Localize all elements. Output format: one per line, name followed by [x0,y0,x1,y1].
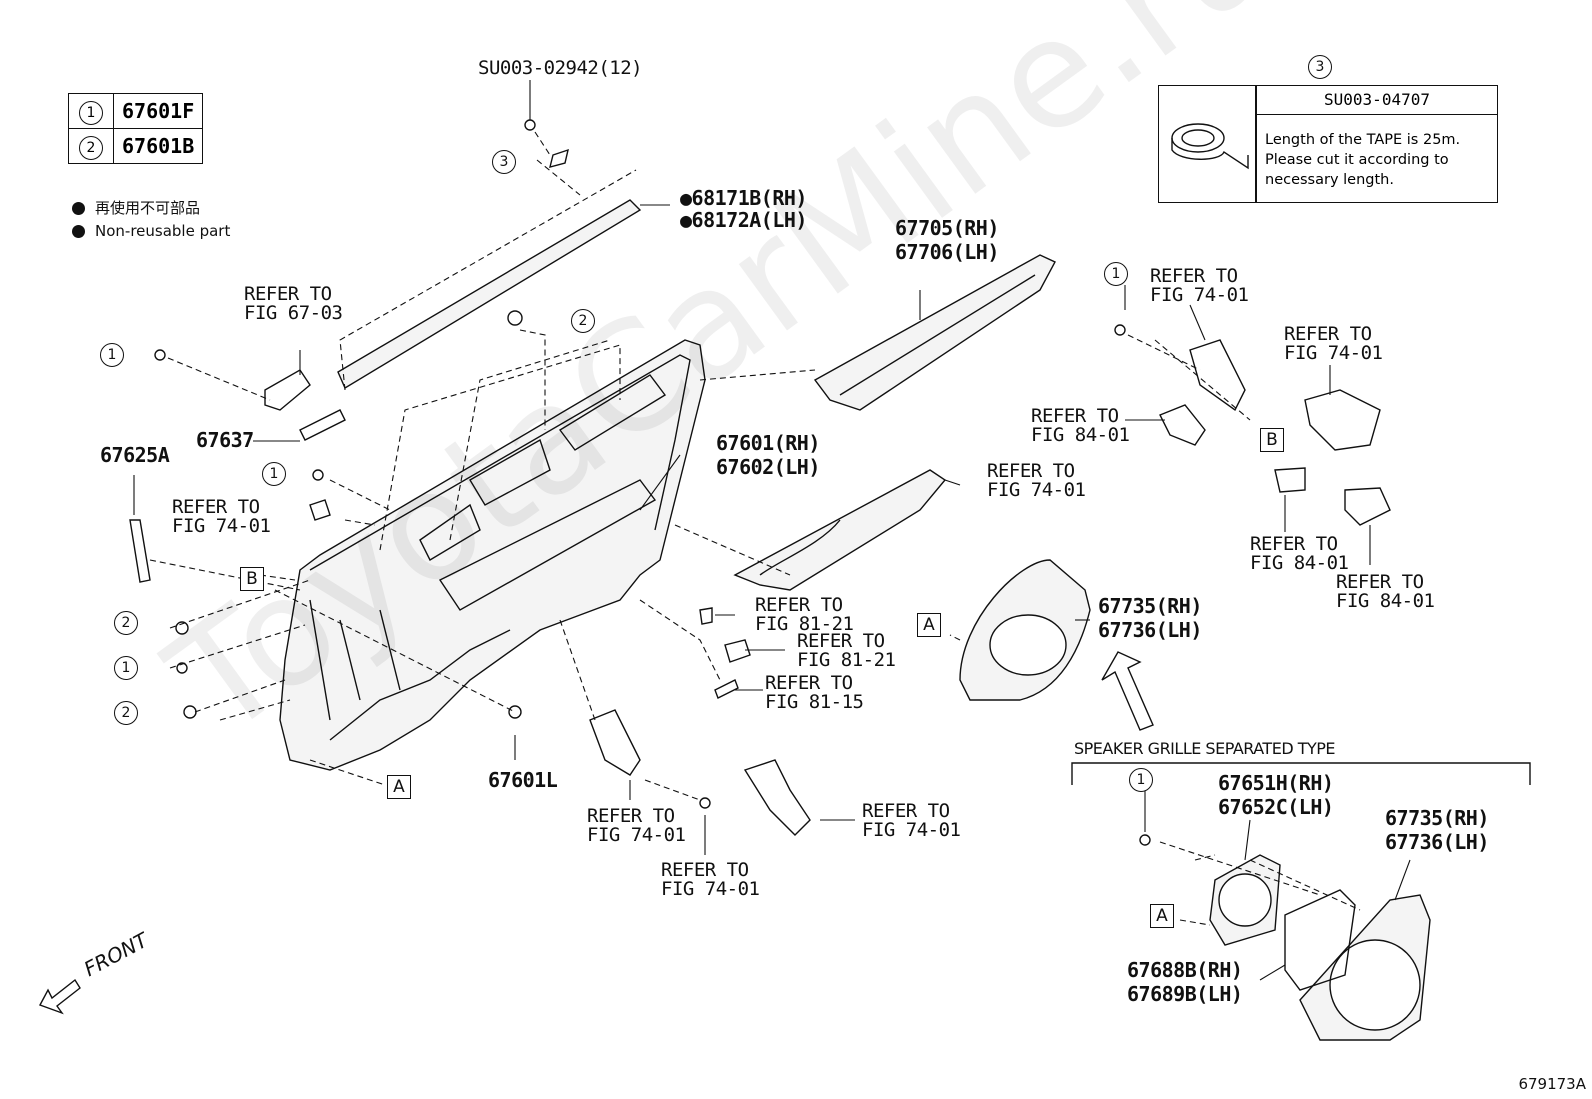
marker-1: 1 [1104,262,1128,286]
note-jp: 再使用不可部品 [72,197,200,218]
label-refer: REFER TO [1031,405,1119,427]
tape-info-box: SU003-04707 Length of the TAPE is 25m. P… [1158,85,1498,203]
marker-a: A [387,775,411,799]
weatherstrip [337,199,642,390]
label-67736: 67736(LH) [1385,830,1489,854]
door-trim-panel [279,339,706,771]
label-68172a: ●68172A(LH) [680,208,807,232]
label-67601l: 67601L [488,768,558,792]
label-fig: FIG 74-01 [862,819,961,841]
label-67688b: 67688B(RH) [1127,958,1243,982]
marker-2: 2 [114,701,138,725]
label-refer: REFER TO [765,672,853,694]
label-fig: FIG 74-01 [587,824,686,846]
label-fig: FIG 74-01 [172,515,271,537]
label-refer: REFER TO [1150,265,1238,287]
armrest-trim [733,469,947,591]
label-67689b: 67689B(LH) [1127,982,1243,1006]
tape-part-number: SU003-04707 [1257,86,1497,115]
legend-part: 67601B [112,128,204,164]
bullet-icon [72,202,85,215]
label-fig: FIG 74-01 [1150,284,1249,306]
label-67705: 67705(RH) [895,216,999,240]
label-68171b: ●68171B(RH) [680,186,807,210]
label-refer: REFER TO [862,800,950,822]
label-refer: REFER TO [755,594,843,616]
label-67652c: 67652C(LH) [1218,795,1334,819]
label-67651h: 67651H(RH) [1218,771,1334,795]
label-refer: REFER TO [987,460,1075,482]
marker-1: 1 [262,462,286,486]
label-67735: 67735(RH) [1385,806,1489,830]
marker-3: 3 [1308,55,1332,79]
legend-row: 1 67601F [68,93,204,129]
marker-1: 1 [114,656,138,680]
marker-a: A [917,613,941,637]
figure-id: 679173A [1518,1075,1586,1093]
label-67706: 67706(LH) [895,240,999,264]
upper-trim [813,254,1056,411]
marker-1: 1 [79,100,103,125]
marker-1: 1 [100,343,124,367]
label-67637: 67637 [196,428,254,452]
label-fig: FIG 84-01 [1250,552,1349,574]
label-su003-02942: SU003-02942(12) [478,57,643,79]
bullet-icon [72,225,85,238]
label-67601rh: 67601(RH) [716,431,820,455]
label-67736: 67736(LH) [1098,618,1202,642]
label-refer: REFER TO [244,283,332,305]
label-67735: 67735(RH) [1098,594,1202,618]
label-refer: REFER TO [1284,323,1372,345]
label-fig: FIG 81-21 [797,649,896,671]
label-refer: REFER TO [1250,533,1338,555]
marker-3: 3 [492,150,516,174]
label-fig: FIG 74-01 [987,479,1086,501]
label-fig: FIG 84-01 [1031,424,1130,446]
label-refer: REFER TO [797,630,885,652]
speaker-ring [1284,889,1356,991]
label-fig: FIG 74-01 [661,878,760,900]
marker-1: 1 [1129,768,1153,792]
label-67602lh: 67602(LH) [716,455,820,479]
marker-b: B [240,567,264,591]
marker-a: A [1150,904,1174,928]
marker-2: 2 [571,309,595,333]
label-fig: FIG 81-15 [765,691,864,713]
speaker-section-title: SPEAKER GRILLE SEPARATED TYPE [1074,739,1336,758]
label-fig: FIG 67-03 [244,302,343,324]
label-refer: REFER TO [587,805,675,827]
marker-2: 2 [79,135,103,160]
label-67625a: 67625A [100,443,170,467]
legend-part: 67601F [112,93,204,129]
label-refer: REFER TO [661,859,749,881]
label-refer: REFER TO [172,496,260,518]
marker-2: 2 [114,611,138,635]
label-refer: REFER TO [1336,571,1424,593]
legend-row: 2 67601B [68,128,204,164]
legend-table: 1 67601F 2 67601B [68,93,204,164]
marker-b: B [1260,428,1284,452]
label-fig: FIG 81-21 [755,613,854,635]
label-fig: FIG 74-01 [1284,342,1383,364]
note-en: Non-reusable part [72,222,230,240]
tape-description: Length of the TAPE is 25m. Please cut it… [1265,132,1461,188]
label-fig: FIG 84-01 [1336,590,1435,612]
